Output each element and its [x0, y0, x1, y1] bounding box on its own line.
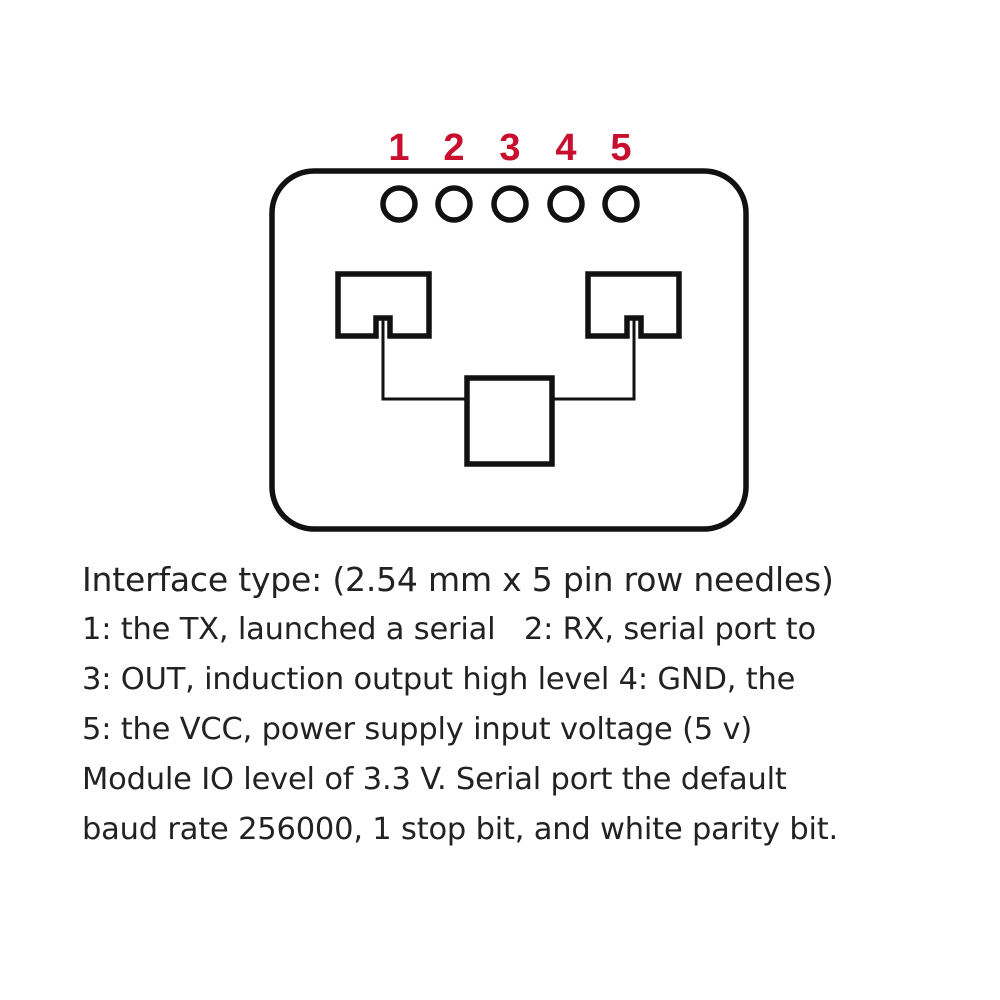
interface-type-heading: Interface type: (2.54 mm x 5 pin row nee…: [82, 560, 834, 599]
pin-hole-1: [380, 185, 418, 223]
description-line-5: baud rate 256000, 1 stop bit, and white …: [82, 812, 839, 847]
center-chip: [464, 375, 555, 467]
pin-number-2: 2: [443, 127, 464, 169]
board-outline: [269, 168, 749, 532]
description-line-4: Module IO level of 3.3 V. Serial port th…: [82, 762, 787, 797]
pin-hole-2: [435, 185, 473, 223]
right-antenna-patch: [585, 271, 682, 339]
right-feed-line: [552, 318, 636, 401]
pin-hole-5: [602, 185, 640, 223]
module-diagram: 1 2 3 4 5: [269, 127, 749, 532]
pin-hole-4: [547, 185, 585, 223]
description-line-3: 5: the VCC, power supply input voltage (…: [82, 712, 753, 747]
pin-number-1: 1: [388, 127, 409, 169]
pin-number-5: 5: [610, 127, 631, 169]
pin-number-3: 3: [499, 127, 520, 169]
interface-description: Interface type: (2.54 mm x 5 pin row nee…: [82, 555, 982, 855]
description-line-2: 3: OUT, induction output high level 4: G…: [82, 662, 796, 697]
pin-number-4: 4: [555, 127, 576, 169]
left-antenna-patch: [335, 271, 432, 339]
description-line-1: 1: the TX, launched a serial 2: RX, seri…: [82, 612, 816, 647]
pin-hole-3: [491, 185, 529, 223]
left-feed-line: [381, 318, 467, 401]
